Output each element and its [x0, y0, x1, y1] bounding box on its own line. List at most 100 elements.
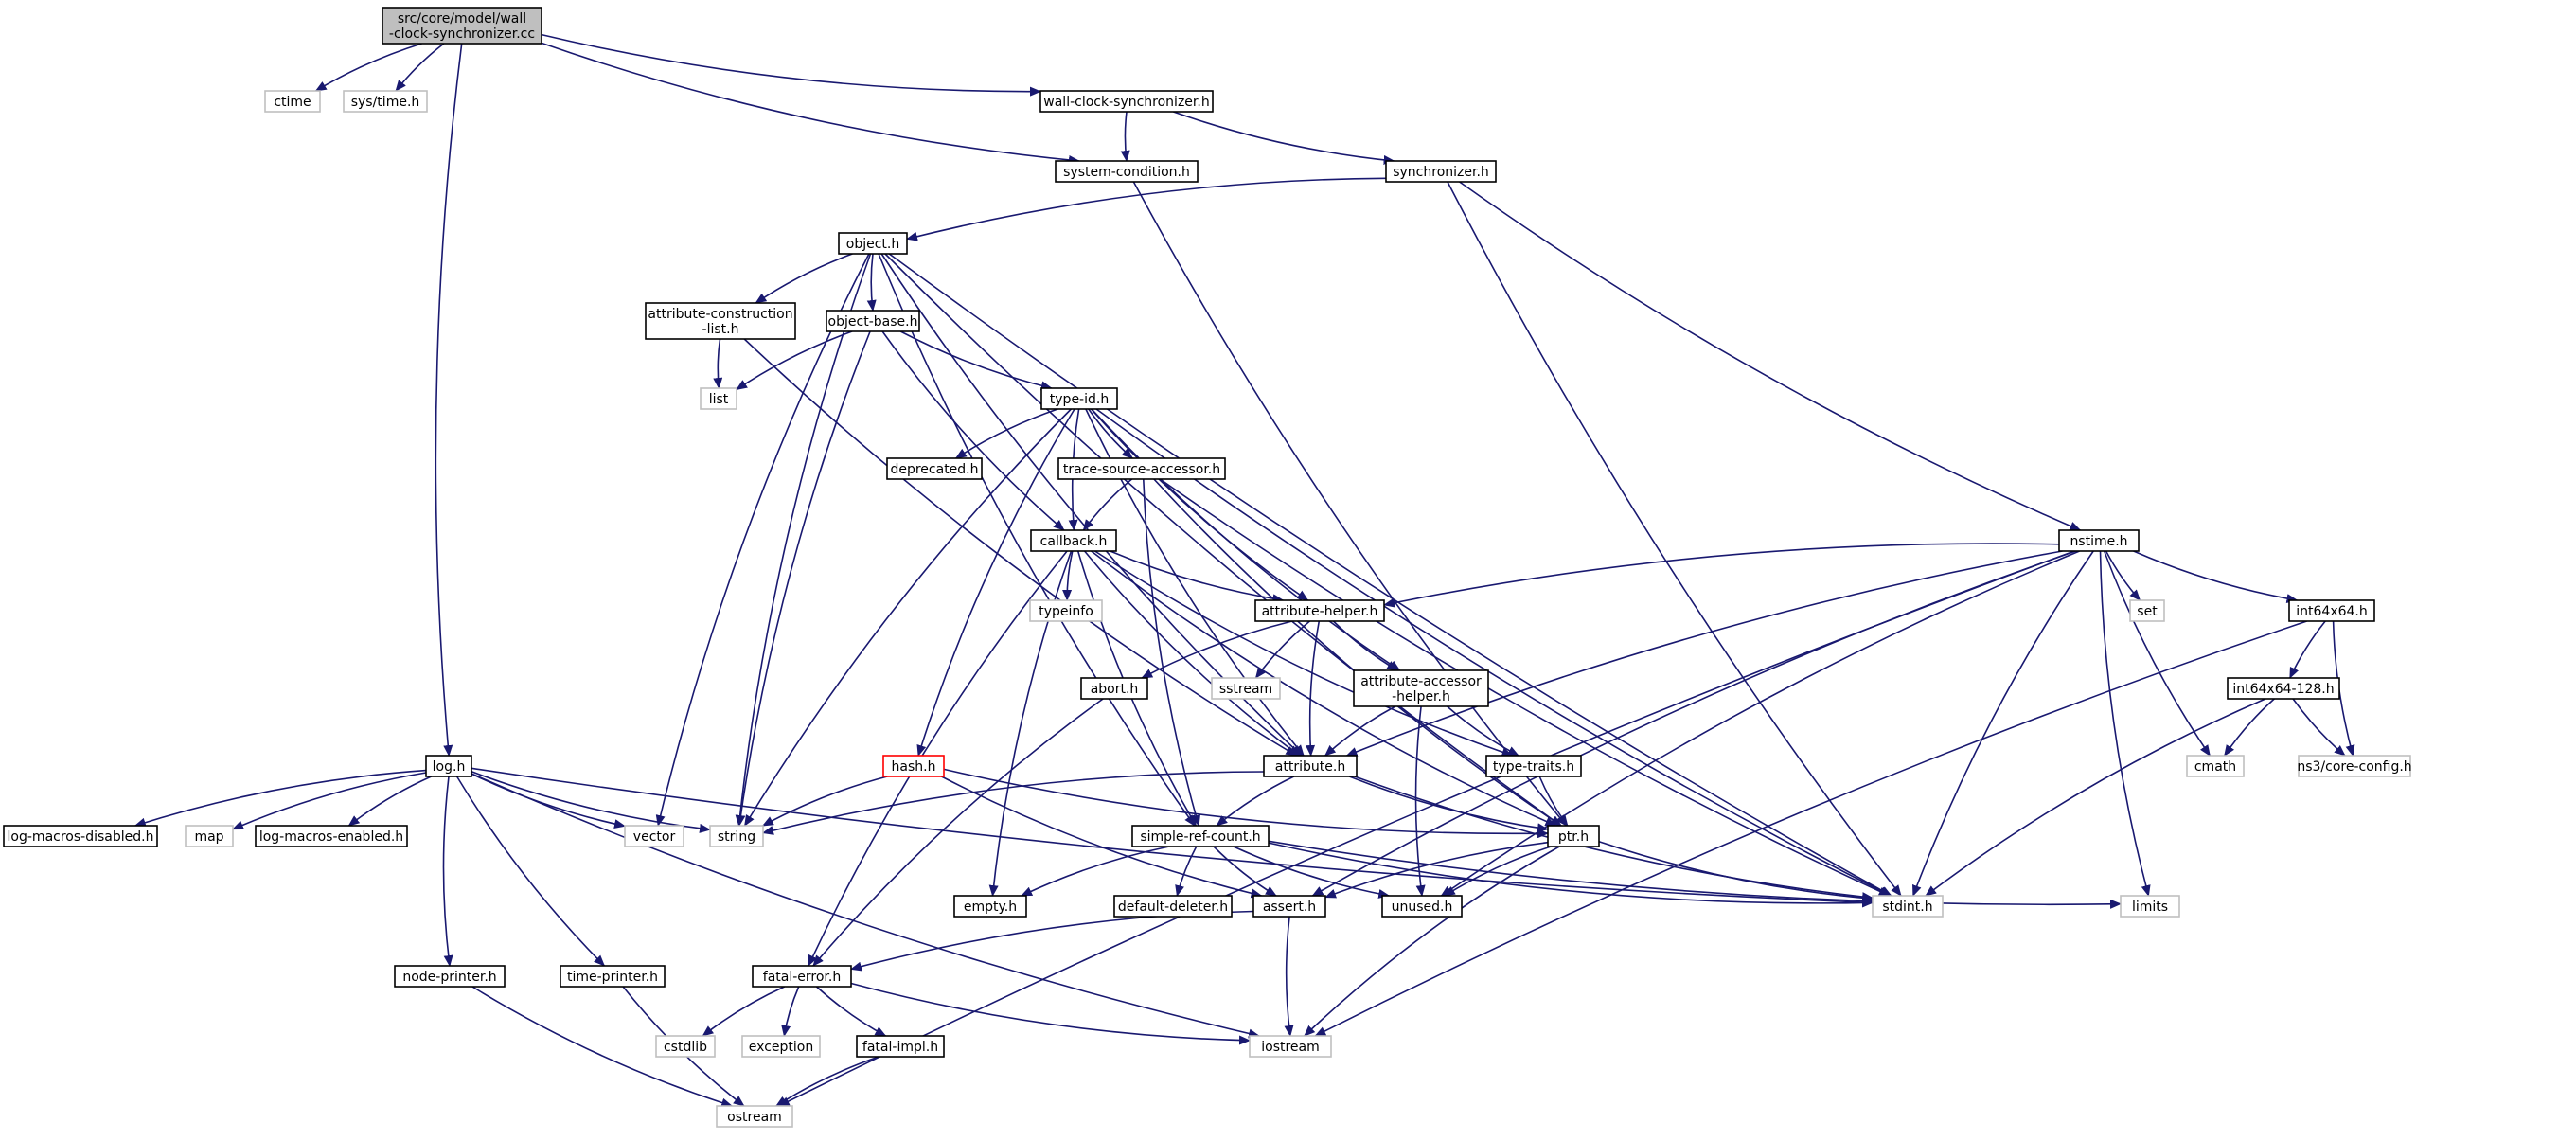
node-syscond[interactable]: system-condition.h — [1055, 160, 1199, 183]
node-box — [2058, 529, 2140, 552]
node-unused[interactable]: unused.h — [1381, 895, 1463, 918]
node-box — [1252, 895, 1326, 918]
node-box — [2120, 895, 2180, 918]
node-int64[interactable]: int64x64.h — [2288, 599, 2375, 622]
node-box — [185, 825, 234, 847]
node-label: ns3/core-config.h — [2297, 759, 2411, 775]
node-root[interactable]: src/core/model/wall-clock-synchronizer.c… — [382, 7, 542, 45]
node-map[interactable]: map — [185, 825, 234, 847]
node-stdint[interactable]: stdint.h — [1872, 895, 1944, 918]
node-box — [1113, 895, 1233, 918]
edge-log-to-nodeprinter — [442, 776, 453, 967]
node-callback[interactable]: callback.h — [1030, 529, 1117, 552]
node-set[interactable]: set — [2129, 599, 2165, 622]
node-deprecated[interactable]: deprecated.h — [886, 457, 983, 480]
node-box — [752, 965, 852, 988]
node-label: log-macros-disabled.h — [8, 829, 154, 845]
edge-srcount-to-stdint — [1268, 842, 1874, 908]
node-log[interactable]: log.h — [425, 755, 472, 777]
edge-tsa-to-stdint — [1159, 478, 1891, 897]
node-label: node-printer.h — [402, 970, 496, 985]
edge-nstime-to-attribute — [1345, 550, 2063, 757]
edge-object-to-acl — [755, 253, 853, 304]
node-attribute[interactable]: attribute.h — [1263, 755, 1358, 777]
node-attrhelper[interactable]: attribute-helper.h — [1254, 599, 1385, 622]
node-sstream[interactable]: sstream — [1211, 677, 1281, 700]
edge-typetraits-to-ptr — [1538, 776, 1569, 827]
node-typeid[interactable]: type-id.h — [1040, 387, 1118, 410]
node-int128[interactable]: int64x64-128.h — [2227, 677, 2340, 700]
node-systime[interactable]: sys/time.h — [343, 90, 428, 113]
node-ostream[interactable]: ostream — [716, 1105, 793, 1128]
node-lme[interactable]: log-macros-enabled.h — [255, 825, 408, 847]
node-ctime[interactable]: ctime — [264, 90, 321, 113]
node-acl[interactable]: attribute-construction-list.h — [645, 302, 796, 340]
node-hash[interactable]: hash.h — [882, 755, 945, 777]
edge-syscond-to-ptr — [1132, 181, 1568, 827]
node-iostream[interactable]: iostream — [1249, 1035, 1332, 1058]
edge-log-to-lmd — [133, 769, 427, 828]
node-cmath[interactable]: cmath — [2186, 755, 2245, 777]
node-nodeprinter[interactable]: node-printer.h — [394, 965, 506, 988]
edge-int64-to-iostream — [1314, 620, 2307, 1037]
edge-attribute-to-string — [762, 771, 1265, 835]
node-exception[interactable]: exception — [741, 1035, 821, 1058]
node-lmd[interactable]: log-macros-disabled.h — [3, 825, 158, 847]
node-typetraits[interactable]: type-traits.h — [1485, 755, 1582, 777]
node-fatalimpl[interactable]: fatal-impl.h — [856, 1035, 945, 1058]
node-string[interactable]: string — [709, 825, 764, 847]
edge-srcount-to-deleter — [1175, 846, 1198, 897]
edge-callback-to-typeinfo — [1062, 550, 1074, 601]
node-object[interactable]: object.h — [838, 232, 908, 255]
node-label: unused.h — [1392, 900, 1453, 915]
edge-log-to-timeprinter — [455, 776, 606, 967]
node-ptr[interactable]: ptr.h — [1547, 825, 1600, 847]
node-typeinfo[interactable]: typeinfo — [1029, 599, 1103, 622]
node-timeprinter[interactable]: time-printer.h — [560, 965, 666, 988]
node-label: cstdlib — [664, 1040, 707, 1055]
node-objbase[interactable]: object-base.h — [826, 310, 920, 332]
edge-root-to-ctime — [314, 43, 422, 92]
edge-int128-to-coreconfig — [2292, 698, 2346, 757]
edge-sync-to-nstime — [1459, 181, 2082, 531]
node-cstdlib[interactable]: cstdlib — [655, 1035, 716, 1058]
edge-fatalerror-to-exception — [781, 986, 800, 1037]
edge-attribute-to-ptr — [1349, 776, 1549, 833]
node-box — [741, 1035, 821, 1058]
node-vector[interactable]: vector — [624, 825, 684, 847]
node-box — [1040, 387, 1118, 410]
edge-typeid-to-stdint — [1095, 408, 1892, 897]
node-coreconfig[interactable]: ns3/core-config.h — [2297, 755, 2412, 777]
node-deleter[interactable]: default-deleter.h — [1113, 895, 1233, 918]
node-label: fatal-error.h — [763, 970, 841, 985]
node-box — [856, 1035, 945, 1058]
node-abort[interactable]: abort.h — [1080, 677, 1148, 700]
node-label: src/core/model/wall — [398, 11, 526, 27]
node-label: limits — [2132, 900, 2168, 915]
node-list[interactable]: list — [700, 387, 737, 410]
node-label: fatal-impl.h — [862, 1040, 938, 1055]
edge-attrhelper-to-sstream — [1254, 620, 1311, 679]
node-label: attribute-helper.h — [1262, 604, 1378, 619]
edge-hash-to-assert — [941, 776, 1263, 899]
node-limits[interactable]: limits — [2120, 895, 2180, 918]
node-empty[interactable]: empty.h — [953, 895, 1027, 918]
edge-log-to-map — [232, 772, 427, 830]
node-nstime[interactable]: nstime.h — [2058, 529, 2140, 552]
node-box — [1872, 895, 1944, 918]
node-aah[interactable]: attribute-accessor-helper.h — [1353, 669, 1489, 707]
edge-fatalerror-to-iostream — [850, 982, 1251, 1045]
edge-callback-to-attribute — [1083, 550, 1301, 757]
edge-objbase-to-list — [736, 330, 853, 391]
node-srcount[interactable]: simple-ref-count.h — [1131, 825, 1270, 847]
node-fatalerror[interactable]: fatal-error.h — [752, 965, 852, 988]
node-wcs[interactable]: wall-clock-synchronizer.h — [1039, 90, 1214, 113]
node-box — [1057, 457, 1226, 480]
node-label: int64x64-128.h — [2232, 682, 2334, 697]
edge-attrhelper-to-aah — [1332, 620, 1399, 671]
node-assert[interactable]: assert.h — [1252, 895, 1326, 918]
node-sync[interactable]: synchronizer.h — [1385, 160, 1497, 183]
node-label: -clock-synchronizer.cc — [389, 27, 535, 42]
node-tsa[interactable]: trace-source-accessor.h — [1057, 457, 1226, 480]
node-label: cmath — [2194, 759, 2236, 775]
